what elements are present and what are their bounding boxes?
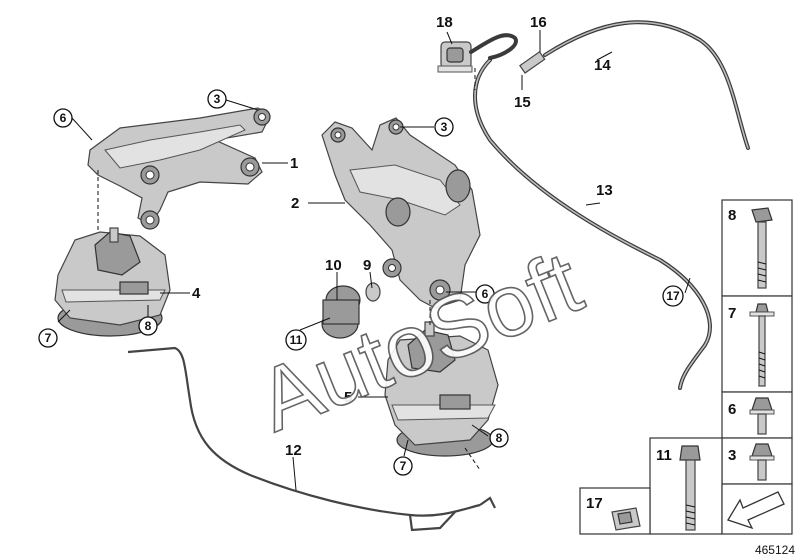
callout-6-bracket: 6 — [60, 111, 67, 125]
sensor-wire-12 — [127, 346, 496, 532]
callout-18: 18 — [436, 14, 453, 31]
callout-6-support: 6 — [482, 287, 489, 301]
callout-16: 16 — [530, 14, 547, 31]
callout-15: 15 — [514, 94, 531, 111]
engine-bracket-1 — [87, 107, 271, 230]
callout-9: 9 — [363, 257, 371, 274]
callout-3-bracket: 3 — [214, 92, 221, 106]
hardware-legend: 8 7 6 3 11 — [579, 199, 793, 535]
callout-5: 5 — [344, 389, 352, 406]
callout-13: 13 — [596, 182, 613, 199]
legend-17-label: 17 — [586, 495, 603, 512]
direction-arrow-icon — [727, 491, 785, 530]
callouts: 6 3 1 2 3 4 7 8 10 9 11 6 5 8 7 12 13 14… — [38, 14, 684, 476]
callout-1: 1 — [290, 155, 298, 172]
bolt-7-icon — [749, 303, 775, 387]
bolt-3-icon — [749, 443, 775, 481]
callout-4: 4 — [192, 285, 201, 302]
engine-mount-4 — [54, 227, 171, 337]
engine-mount-5 — [384, 321, 499, 457]
legend-8-label: 8 — [728, 207, 736, 224]
callout-3-support: 3 — [441, 120, 448, 134]
callout-10: 10 — [325, 257, 342, 274]
callout-12: 12 — [285, 442, 302, 459]
clip-17-icon — [611, 507, 641, 531]
callout-7-left: 7 — [45, 331, 52, 345]
callout-2: 2 — [291, 195, 299, 212]
callout-17-hose: 17 — [666, 289, 680, 303]
callout-8-center: 8 — [496, 431, 503, 445]
callout-8-left: 8 — [145, 319, 152, 333]
rubber-bushing-10 — [321, 282, 381, 339]
catalog-number: 465124 — [755, 543, 795, 557]
bolt-6-icon — [749, 397, 775, 435]
valve-18 — [437, 33, 546, 74]
vacuum-line-13 — [473, 20, 750, 390]
callout-7-center: 7 — [400, 459, 407, 473]
legend-11-label: 11 — [656, 447, 672, 464]
legend-7-label: 7 — [728, 305, 736, 322]
engine-support-2 — [321, 117, 481, 309]
callout-14: 14 — [594, 57, 611, 74]
bolt-11-icon — [679, 445, 701, 531]
assembly-lines — [97, 68, 481, 471]
bolt-8-icon — [751, 207, 773, 289]
leader-lines — [57, 30, 691, 491]
callout-11-bushing: 11 — [290, 333, 303, 347]
legend-6-label: 6 — [728, 401, 736, 418]
legend-3-label: 3 — [728, 447, 736, 464]
